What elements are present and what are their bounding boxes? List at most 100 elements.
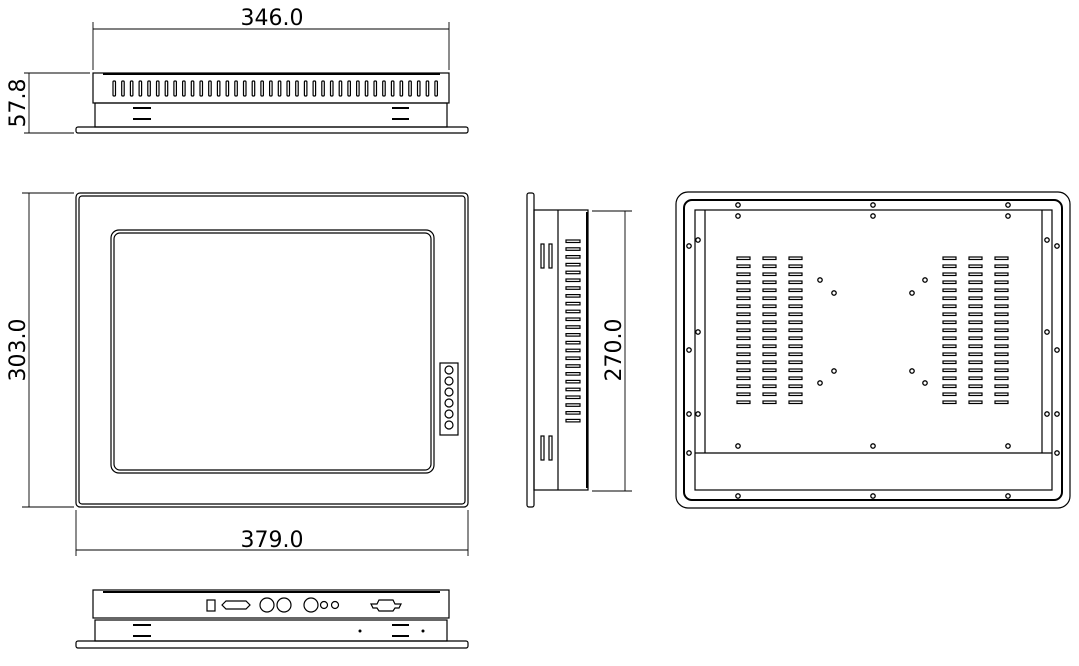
mounting-hole [735,213,741,219]
vent-slot [968,392,983,397]
vent-slot [942,280,957,285]
vent-slot [762,312,777,317]
vent-slot [277,80,282,97]
mounting-hole [870,493,876,499]
vent-slot [968,336,983,341]
vent-slot [121,80,125,97]
vent-slot [762,256,777,261]
vent-slot [968,368,983,373]
vent-slot [994,352,1009,357]
vent-slot [565,286,581,290]
vent-slot [762,368,777,373]
top-view: 346.0 57.8 [6,6,469,134]
vent-slot [942,384,957,389]
mounting-hole [735,493,741,499]
vent-slot [338,80,343,97]
vent-slot [788,280,803,285]
vent-slot [942,288,957,293]
dimension-label-270: 270.0 [602,319,627,382]
mounting-hole [1044,237,1050,243]
vent-slot [736,400,751,405]
mounting-hole [831,368,837,374]
vent-slot [736,360,751,365]
button-icon [444,420,454,430]
vent-slot [347,80,351,97]
vent-slot [788,376,803,381]
vent-slot [788,328,803,333]
vent-slot [762,264,777,269]
vent-slot [762,328,777,333]
vent-slot [390,80,395,97]
side-view: 270.0 [526,192,632,508]
vent-slot [968,272,983,277]
vent-slot [942,328,957,333]
vent-slot [565,340,581,345]
vent-slot [303,80,308,97]
vent-slot [736,352,751,357]
vent-slot [762,360,777,365]
vent-slot [994,392,1009,397]
vent-slot [147,80,151,97]
mounting-hole [695,411,701,417]
mounting-hole [870,213,876,219]
vent-slot [942,256,957,261]
vent-slot [129,80,134,97]
vent-slot [788,344,803,349]
vent-slot [968,296,983,301]
mounting-hole [1005,213,1011,219]
mounting-hole [870,202,876,208]
vent-slot [788,264,803,269]
vent-slot [736,272,751,277]
vent-slot [762,320,777,325]
vent-slot [565,348,581,353]
vent-slot [736,368,751,373]
vent-slot [994,376,1009,381]
vent-slot [565,372,581,376]
vent-slot [942,344,957,349]
vent-slot [994,272,1009,277]
vent-slot [399,80,404,97]
mounting-hole [922,277,928,283]
vent-slot [565,270,581,275]
mounting-hole [695,329,701,335]
vent-slot [994,312,1009,317]
vent-slot [251,80,256,97]
vent-slot [312,80,317,97]
vent-slot [565,255,581,259]
vent-slot [565,387,581,392]
vent-slot [295,80,299,97]
vent-slot [269,80,273,97]
vent-slot [762,280,777,285]
vent-slot [942,304,957,309]
dimension-label-303: 303.0 [6,319,31,382]
vent-slot [942,360,957,365]
vent-slot [942,264,957,269]
vent-slot [788,360,803,365]
vent-slot [788,400,803,405]
vent-slot [762,392,777,397]
vent-slot [190,80,195,97]
mounting-hole [1005,443,1011,449]
audio-jack [330,600,340,610]
vent-slot [762,352,777,357]
vent-slot [408,80,412,97]
vent-slot [788,392,803,397]
audio-jack [319,600,329,610]
vent-slot [762,384,777,389]
vent-slot [286,80,291,97]
vent-slot [364,80,369,97]
vent-slot [565,294,581,298]
vent-slot [968,320,983,325]
vent-slot [382,80,386,97]
vent-slot [565,364,581,368]
vent-slot [736,256,751,261]
button-icon [444,398,454,408]
vent-slot [356,80,360,97]
vent-slot [994,280,1009,285]
vent-slot [565,403,581,407]
vent-slot [942,312,957,317]
vent-slot [138,80,143,97]
back-view [675,191,1071,509]
mounting-hole [817,277,823,283]
